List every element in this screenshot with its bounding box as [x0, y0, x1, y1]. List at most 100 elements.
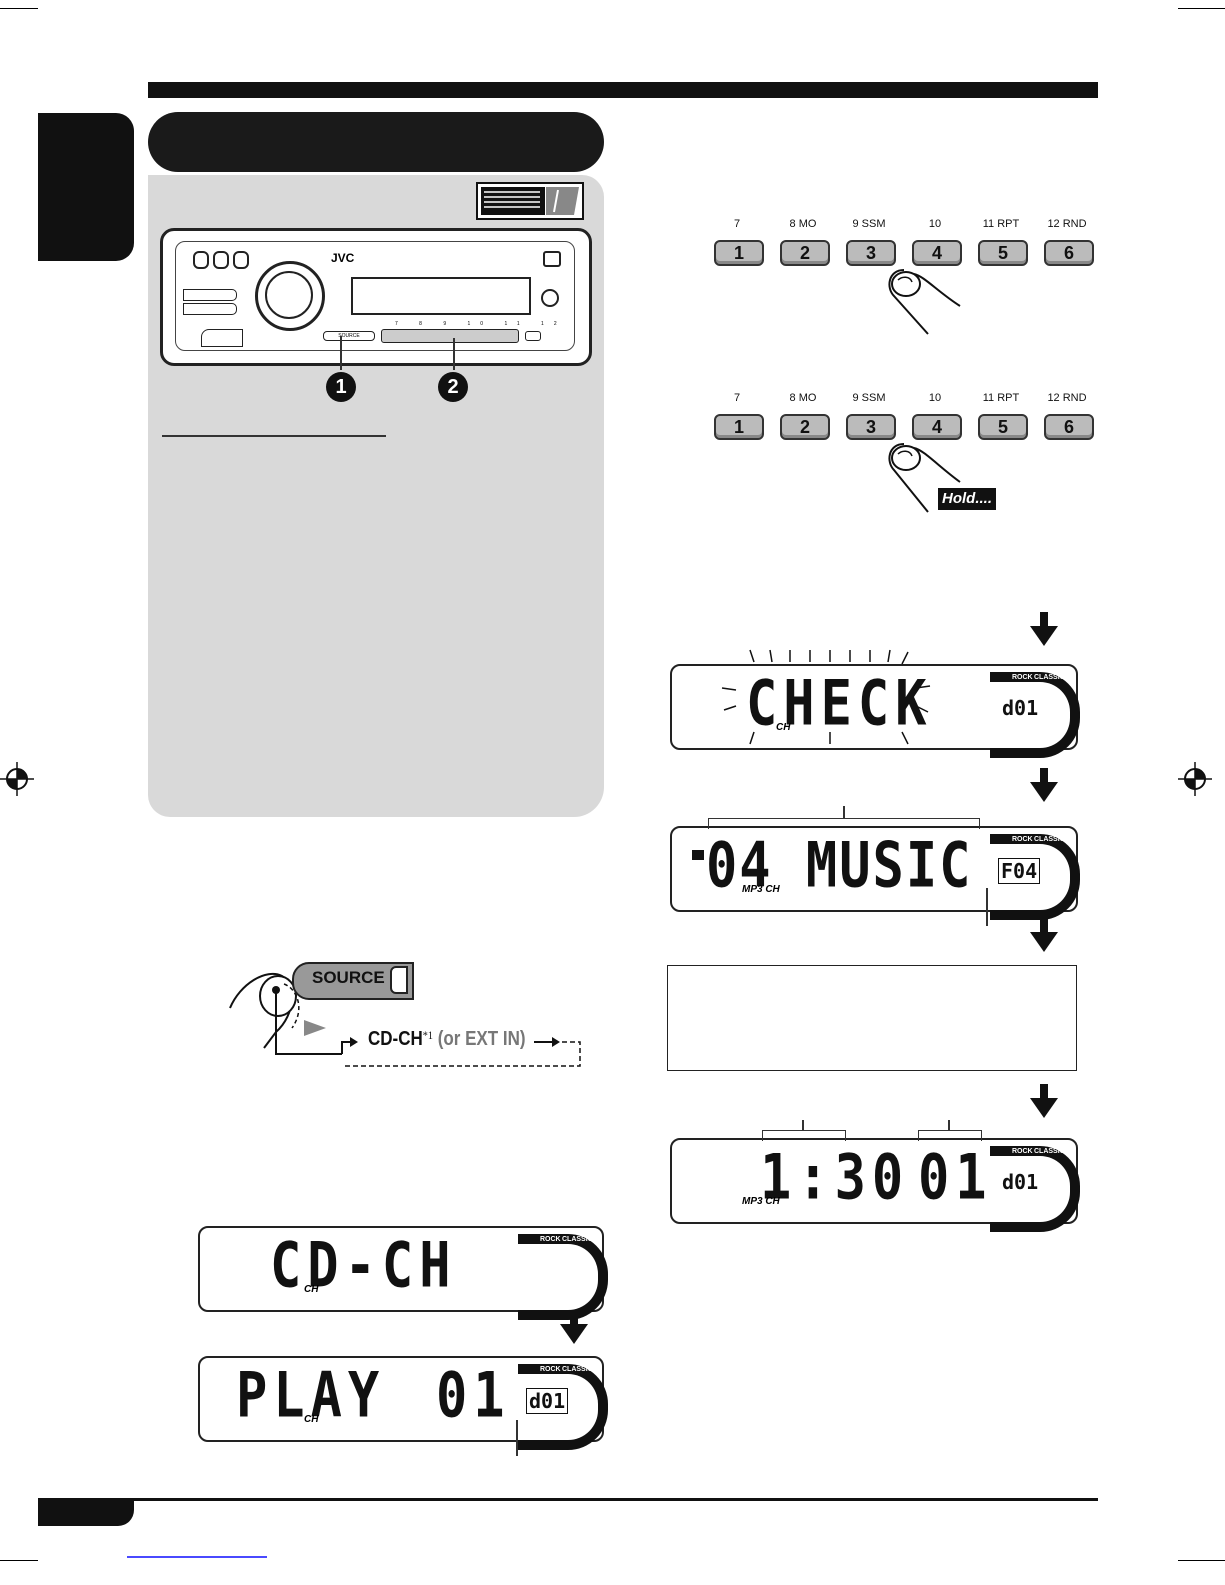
aux-jack	[541, 289, 559, 307]
eq-label-rock: ROCK	[540, 1236, 561, 1243]
brand-logo: JVC	[331, 251, 355, 265]
button-circle[interactable]	[193, 251, 209, 269]
eq-label-classic: CLASSIC	[562, 1236, 593, 1243]
preset-label: 12 RND	[1047, 218, 1087, 230]
blink-rays	[721, 649, 931, 745]
eq-label-classic: CLASSIC	[1034, 674, 1065, 681]
eq-label-rock: ROCK	[1012, 836, 1033, 843]
crop-mark	[1178, 1560, 1225, 1561]
crop-mark	[0, 8, 38, 9]
bracket-tick	[948, 1120, 950, 1130]
source-button-label: SOURCE	[312, 968, 385, 987]
preset-button-4[interactable]: 4	[912, 240, 962, 266]
eject-button[interactable]	[543, 251, 561, 267]
eq-label-user: USER	[1018, 1210, 1038, 1217]
eq-label-user: USER	[546, 1298, 566, 1305]
page-number-tab	[38, 1500, 134, 1526]
eq-label-user: USER	[546, 1428, 566, 1435]
unit-preset-strip[interactable]	[381, 329, 519, 343]
preset-label: 12 RND	[1047, 392, 1087, 404]
remote-icon	[476, 182, 584, 220]
cd-ch-label: CD-CH*1 (or EXT IN)	[368, 1028, 526, 1051]
eq-label-rock: ROCK	[540, 1366, 561, 1373]
down-arrow-head	[1030, 782, 1058, 802]
preset-label: 7	[733, 218, 741, 230]
preset-button-6[interactable]: 6	[1044, 414, 1094, 440]
bracket-tick	[802, 1120, 804, 1130]
down-arrow-icon	[1040, 612, 1048, 628]
eq-label-rock: ROCK	[1012, 1148, 1033, 1155]
language-tab	[38, 113, 134, 261]
preset-label: 10	[928, 392, 942, 404]
display-main-text: CD-CH	[270, 1230, 457, 1302]
preset-button-2[interactable]: 2	[780, 240, 830, 266]
folder-callout	[986, 888, 988, 926]
preset-label: 8 MO	[789, 392, 817, 404]
ext-in-text: (or EXT IN)	[437, 1028, 526, 1050]
preset-label: 8 MO	[789, 218, 817, 230]
preset-button-2[interactable]: 2	[780, 414, 830, 440]
track-number: 01	[918, 1142, 993, 1214]
registration-mark-left	[0, 762, 34, 796]
mp3-ch-indicator: MP3 CH	[742, 1196, 780, 1207]
volume-knob[interactable]	[255, 261, 325, 331]
callout-2-badge: 2	[438, 372, 468, 402]
eq-label-jazz: JAZZ	[1038, 898, 1056, 905]
down-arrow-icon	[1040, 918, 1048, 934]
down-arrow-head	[1030, 1098, 1058, 1118]
down-arrow-head	[1030, 626, 1058, 646]
preset-button-5[interactable]: 5	[978, 240, 1028, 266]
eq-label-classic: CLASSIC	[1034, 1148, 1065, 1155]
eq-label-user: USER	[1018, 736, 1038, 743]
disc-callout	[516, 1420, 518, 1456]
source-button[interactable]: SOURCE	[323, 331, 375, 341]
preset-label: 7	[733, 392, 741, 404]
flow-lines	[275, 992, 581, 1067]
registration-mark-right	[1178, 762, 1212, 796]
info-box	[667, 965, 1077, 1071]
callout-line	[453, 338, 455, 370]
section-title-pill	[148, 112, 604, 172]
preset-label: 9 SSM	[852, 218, 886, 230]
ch-indicator: CH	[304, 1284, 319, 1295]
track-bracket	[918, 1130, 982, 1141]
unit-display	[351, 277, 531, 315]
time-bracket	[762, 1130, 846, 1141]
preset-button-1[interactable]: 1	[714, 414, 764, 440]
eq-label-jazz: JAZZ	[566, 1428, 584, 1435]
down-arrow-icon	[570, 1310, 578, 1326]
preset-label: 11 RPT	[982, 392, 1020, 404]
preset-label: 11 RPT	[982, 218, 1020, 230]
eq-ring-icon	[518, 1364, 608, 1450]
crop-mark	[0, 1560, 38, 1561]
eq-label-user: USER	[1018, 898, 1038, 905]
cd-ch-text: CD-CH	[368, 1028, 423, 1050]
eq-label-classic: CLASSIC	[1034, 836, 1065, 843]
eq-label-jazz: JAZZ	[1038, 736, 1056, 743]
preset-label: 9 SSM	[852, 392, 886, 404]
eq-ring-icon	[990, 834, 1080, 920]
footer-link-underline	[127, 1556, 267, 1558]
footnote-mark: *1	[422, 1028, 433, 1042]
hold-label: Hold....	[938, 488, 996, 510]
preset-label: 10	[928, 218, 942, 230]
button-circle[interactable]	[233, 251, 249, 269]
finger-press-icon	[888, 269, 961, 335]
finger-hold-icon	[888, 443, 961, 513]
button-circle[interactable]	[213, 251, 229, 269]
callout-1-badge: 1	[326, 372, 356, 402]
eq-label-rock: ROCK	[1012, 674, 1033, 681]
preset-button-5[interactable]: 5	[978, 414, 1028, 440]
display-main-text: CHECK	[746, 668, 933, 740]
display-main-text: 04 MUSIC	[706, 830, 973, 902]
text-bracket	[708, 818, 980, 829]
preset-button-1[interactable]: 1	[714, 240, 764, 266]
down-arrow-head	[1030, 932, 1058, 952]
preset-button-3[interactable]: 3	[846, 240, 896, 266]
preset-button-6[interactable]: 6	[1044, 240, 1094, 266]
preset-button-4[interactable]: 4	[912, 414, 962, 440]
mp3-ch-indicator: MP3 CH	[742, 884, 780, 895]
preset-button-3[interactable]: 3	[846, 414, 896, 440]
eq-ring-icon	[518, 1234, 608, 1320]
callout-line	[340, 336, 342, 370]
